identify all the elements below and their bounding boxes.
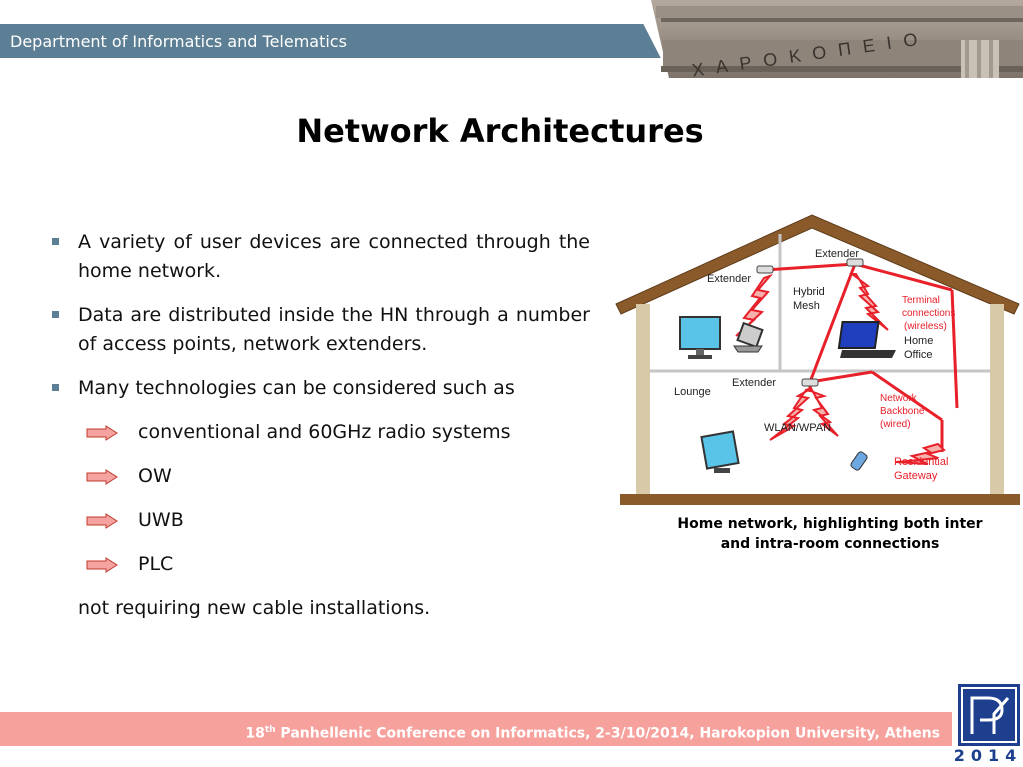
bullet-square-icon	[52, 384, 59, 391]
label-home: Home	[904, 335, 933, 347]
extender-left-icon	[756, 265, 774, 274]
label-backbone: Backbone	[880, 406, 925, 417]
label-network: Network	[880, 393, 918, 404]
right-wall	[990, 304, 1004, 496]
closing-text: not requiring new cable installations.	[78, 597, 431, 619]
label-extender-left: Extender	[707, 273, 751, 285]
technology-text: conventional and 60GHz radio systems	[138, 421, 511, 443]
technology-text: UWB	[138, 509, 184, 531]
caption-line-2: and intra-room connections	[720, 536, 940, 552]
conference-ordinal: th	[264, 725, 276, 735]
label-wireless: (wireless)	[904, 321, 947, 332]
label-wlan-wpan: WLAN/WPAN	[764, 422, 831, 434]
left-wall	[636, 304, 650, 496]
label-lounge: Lounge	[674, 386, 711, 398]
label-gateway: Gateway	[894, 470, 938, 482]
building-banner-image: ΧΑΡΟΚΟΠΕΙΟ	[631, 0, 1023, 78]
bullet-text: Data are distributed inside the HN throu…	[78, 304, 590, 355]
label-office: Office	[904, 349, 933, 361]
extender-mid-icon	[801, 378, 819, 387]
floor	[620, 494, 1020, 505]
monitor-icon	[679, 316, 721, 359]
label-wired: (wired)	[880, 419, 911, 430]
conference-number: 18	[245, 725, 265, 742]
technology-item: PLC	[50, 550, 590, 579]
department-name: Department of Informatics and Telematics	[10, 32, 347, 51]
tv-monitor-icon	[700, 430, 740, 473]
arrow-right-icon	[86, 425, 118, 441]
conference-logo	[958, 684, 1020, 746]
wireless-links	[735, 273, 946, 465]
label-mesh: Mesh	[793, 300, 820, 312]
bullet-item: A variety of user devices are connected …	[50, 228, 590, 286]
label-connections: connections	[902, 308, 955, 319]
arrow-right-icon	[86, 513, 118, 529]
diagram-caption: Home network, highlighting both inter an…	[660, 514, 1000, 554]
header-bar	[0, 24, 672, 58]
arrow-right-icon	[86, 557, 118, 573]
bullet-item: Data are distributed inside the HN throu…	[50, 301, 590, 359]
extender-top-icon	[846, 258, 864, 267]
technology-item: UWB	[50, 506, 590, 535]
label-extender-mid: Extender	[732, 377, 776, 389]
laptop-small-icon	[733, 321, 764, 353]
slide-title: Network Architectures	[296, 112, 704, 150]
logo-year: 2014	[953, 746, 1023, 765]
label-residential: Residential	[894, 456, 948, 468]
label-hybrid: Hybrid	[793, 286, 825, 298]
bullet-square-icon	[52, 311, 59, 318]
technology-text: PLC	[138, 553, 174, 575]
phone-icon	[850, 451, 868, 471]
pi-logo-icon	[961, 687, 1017, 743]
footer-bar	[0, 712, 952, 746]
home-network-diagram: Extender Extender Extender Hybrid Mesh T…	[615, 214, 1020, 505]
bullet-text: Many technologies can be considered such…	[78, 377, 515, 399]
bullet-list: A variety of user devices are connected …	[50, 228, 590, 623]
bullet-item: Many technologies can be considered such…	[50, 374, 590, 403]
technology-text: OW	[138, 465, 172, 487]
bullet-square-icon	[52, 238, 59, 245]
bullet-text: A variety of user devices are connected …	[78, 231, 590, 282]
caption-line-1: Home network, highlighting both inter	[677, 516, 983, 532]
conference-details: Panhellenic Conference on Informatics, 2…	[275, 725, 940, 742]
network-backbone-wires	[764, 262, 959, 452]
conference-info: 18th Panhellenic Conference on Informati…	[245, 725, 940, 742]
label-terminal: Terminal	[902, 295, 940, 306]
technology-item: conventional and 60GHz radio systems	[50, 418, 590, 447]
arrow-right-icon	[86, 469, 118, 485]
laptop-icon	[837, 321, 896, 358]
technology-item: OW	[50, 462, 590, 491]
roof	[615, 214, 1020, 315]
label-extender-top: Extender	[815, 248, 859, 260]
